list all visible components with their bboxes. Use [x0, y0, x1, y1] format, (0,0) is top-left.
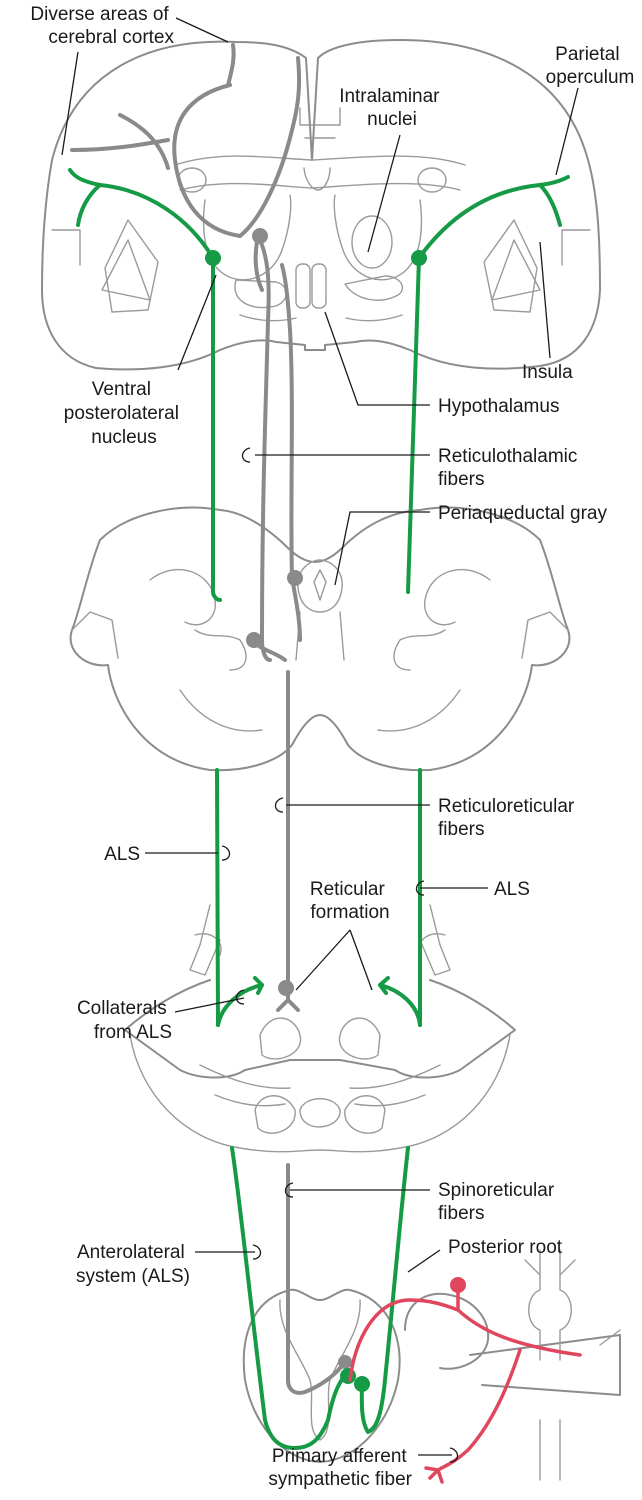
label-anterolateral-system: Anterolateral system (ALS): [76, 1242, 190, 1287]
label-collaterals: Collaterals from ALS: [77, 998, 172, 1043]
cerebrum-section: [41, 39, 601, 371]
label-periaqueductal-gray: Periaqueductal gray: [438, 503, 607, 524]
leader-lines: [61, 17, 579, 1463]
labels: Diverse areas of cerebral cortex Parieta…: [30, 4, 634, 1490]
label-posterior-root: Posterior root: [448, 1237, 563, 1258]
brainstem-section: [124, 904, 516, 1153]
label-reticuloreticular: Reticuloreticular fibers: [438, 796, 580, 840]
midbrain-section: [69, 506, 571, 772]
reticular-formation-neuron: [278, 980, 294, 996]
label-diverse-cortex: Diverse areas of cerebral cortex: [30, 4, 174, 48]
spinal-als-neuron-b: [354, 1376, 370, 1392]
label-spinoreticular: Spinoreticular fibers: [438, 1180, 559, 1224]
label-hypothalamus: Hypothalamus: [438, 396, 559, 417]
midbrain-reticular-neuron: [246, 632, 262, 648]
spinal-als-neuron-a: [340, 1368, 356, 1384]
spinal-gray-neuron: [338, 1355, 352, 1369]
label-reticulothalamic: Reticulothalamic fibers: [438, 446, 583, 490]
label-insula: Insula: [522, 362, 573, 383]
gray-fibers: [70, 43, 346, 1395]
label-primary-afferent: Primary afferent sympathetic fiber: [268, 1446, 412, 1490]
red-fiber: [348, 1277, 582, 1484]
label-als-right: ALS: [494, 879, 530, 900]
intralaminar-neuron: [252, 228, 268, 244]
label-als-left: ALS: [104, 844, 140, 865]
vpl-neuron-right: [411, 250, 427, 266]
green-neuron-cells: [205, 250, 427, 1392]
label-vpl-nucleus: Ventral posterolateral nucleus: [64, 379, 184, 448]
label-reticular-formation: Reticular formation: [310, 879, 390, 923]
spinal-cord-section: [242, 1249, 621, 1481]
vpl-neuron-left: [205, 250, 221, 266]
gray-neuron-cells: [246, 228, 352, 1369]
periaqueductal-neuron: [287, 570, 303, 586]
green-fibers: [68, 168, 570, 1450]
label-parietal-operculum: Parietal operculum: [546, 44, 635, 88]
label-intralaminar-nuclei: Intralaminar nuclei: [339, 86, 445, 130]
